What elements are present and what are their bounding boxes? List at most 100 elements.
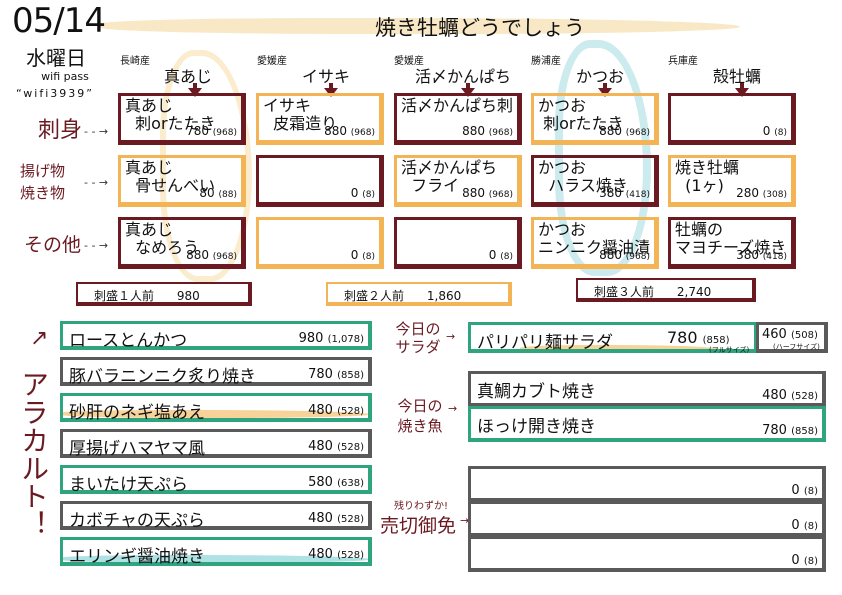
page-title: 焼き牡蠣どうでしょう	[375, 16, 585, 40]
menu-cell: 真あじ 刺orたたき 780 (968)	[118, 93, 246, 145]
price-tax: (508)	[790, 330, 818, 341]
set-label: 刺盛１人前	[94, 289, 155, 303]
fish-name: 真あじ	[163, 67, 212, 86]
price-tax: (528)	[337, 406, 364, 417]
price: 880 (968)	[186, 248, 237, 262]
row-label-fried-grilled: 揚げ物 焼き物	[20, 162, 66, 202]
price-tax: (88)	[218, 190, 237, 200]
price-value: 980	[298, 331, 324, 346]
origin-label: 兵庫産	[668, 56, 698, 67]
price-tax: (858)	[791, 426, 818, 437]
origin-label: 勝浦産	[531, 56, 561, 67]
price-tax: (968)	[625, 128, 650, 138]
price-tax: (968)	[488, 128, 513, 138]
price-tax: (418)	[762, 252, 787, 262]
pointer-arrow-icon: →	[448, 402, 458, 415]
size-note: (ハーフサイズ)	[773, 343, 820, 351]
sold-out-item: 0 (8)	[468, 466, 826, 502]
arrow-stem	[329, 83, 333, 89]
dish-name: イサキ 皮霜造り	[263, 96, 338, 133]
dish-name: 真あじ 骨せんべい	[125, 158, 216, 195]
price-tax: (968)	[212, 252, 237, 262]
price-tax: (418)	[625, 190, 650, 200]
sold-out-item: 0 (8)	[468, 501, 826, 537]
item-price: 0 (8)	[791, 518, 818, 533]
price-value: 880	[186, 248, 209, 262]
menu-cell: かつお ハラス焼き 380 (418)	[531, 155, 659, 207]
item-price: 480 (528)	[762, 388, 818, 403]
down-arrow-icon	[324, 88, 338, 97]
alacarte-item: まいたけ天ぷら 580 (638)	[60, 465, 372, 495]
sold-out-label: 売切御免	[380, 515, 457, 537]
dish-name: 活〆かんぱち刺	[401, 96, 514, 115]
alacarte-item: カボチャの天ぷら 480 (528)	[60, 501, 372, 531]
item-name: 厚揚げハマヤマ風	[69, 439, 205, 459]
fish-name: 殻牡蠣	[712, 67, 761, 86]
price-value: 780	[762, 423, 787, 438]
arrow-stem	[466, 83, 470, 89]
arrow-stem	[193, 83, 197, 89]
grilled-fish-item: 真鯛カブト焼き 480 (528)	[468, 371, 826, 407]
menu-cell: 0 (8)	[256, 217, 384, 269]
price-tax: (308)	[762, 190, 787, 200]
price: 0 (8)	[351, 186, 375, 200]
size-note: (フルサイズ)	[709, 346, 750, 354]
price-value: 460	[762, 327, 787, 342]
alacarte-label: アラカルト！	[17, 370, 50, 538]
pointer-arrow-icon: →	[446, 330, 456, 343]
price-value: 0	[488, 248, 497, 262]
price-value: 480	[308, 439, 333, 454]
item-name: ロースとんかつ	[69, 331, 188, 351]
price-value: 0	[762, 124, 771, 138]
fish-name: イサキ	[301, 67, 350, 86]
row-label-sashimi: 刺身	[38, 118, 83, 143]
item-price: 480 (528)	[308, 439, 364, 454]
price-value: 0	[791, 518, 800, 533]
dish-name: 真あじ 刺orたたき	[125, 96, 216, 133]
price-tax: (968)	[625, 252, 650, 262]
menu-cell: イサキ 皮霜造り 880 (968)	[256, 93, 384, 145]
price: 80 (88)	[199, 186, 237, 200]
menu-cell: 0 (8)	[394, 217, 522, 269]
sashimi-set-2: 刺盛２人前 1,860	[326, 282, 512, 306]
set-label: 刺盛２人前	[344, 289, 405, 303]
price-tax: (858)	[702, 335, 730, 346]
price-value: 0	[791, 553, 800, 568]
pointer-arrow-icon: - - →	[84, 239, 109, 252]
price-tax: (858)	[337, 370, 364, 381]
price-value: 880	[324, 124, 347, 138]
salad-name: パリパリ麺サラダ	[477, 333, 613, 353]
down-arrow-icon	[461, 88, 475, 97]
price: 880 (968)	[599, 124, 650, 138]
salad-half-box: 460 (508) (ハーフサイズ)	[756, 322, 828, 353]
price-tax: (8)	[774, 128, 787, 138]
weekday: 水曜日	[26, 46, 86, 70]
salad-half-price: 460 (508)	[762, 327, 818, 342]
arrow-stem	[740, 83, 744, 89]
dish-name: 焼き牡蠣 (1ヶ)	[675, 158, 740, 195]
item-price: 0 (8)	[791, 483, 818, 498]
grilled-fish-item: ほっけ開き焼き 780 (858)	[468, 406, 826, 442]
origin-label: 愛媛産	[257, 56, 287, 67]
price-tax: (528)	[337, 514, 364, 525]
price-tax: (8)	[803, 486, 818, 497]
set-label: 刺盛３人前	[594, 285, 655, 299]
down-arrow-icon	[188, 88, 202, 97]
price: 0 (8)	[763, 124, 787, 138]
menu-cell: 0 (8)	[668, 93, 796, 145]
set-price: 980	[176, 289, 200, 303]
sold-out-item: 0 (8)	[468, 536, 826, 572]
price-tax: (8)	[803, 556, 818, 567]
price: 0 (8)	[489, 248, 513, 262]
arrow-stem	[603, 83, 607, 89]
item-name: エリンギ醤油焼き	[69, 547, 205, 567]
dish-name: かつお ニンニク醤油漬	[538, 220, 651, 257]
pointer-arrow-icon: - - →	[84, 125, 109, 138]
alacarte-item: ロースとんかつ 980 (1,078)	[60, 321, 372, 351]
salad-label: 今日の サラダ	[395, 320, 441, 356]
price: 780 (968)	[186, 124, 237, 138]
sashimi-set-3: 刺盛３人前 2,740	[576, 278, 756, 302]
wifi-password: “wifi3939”	[16, 87, 94, 100]
price-value: 880	[462, 124, 485, 138]
price-value: 780	[308, 367, 333, 382]
